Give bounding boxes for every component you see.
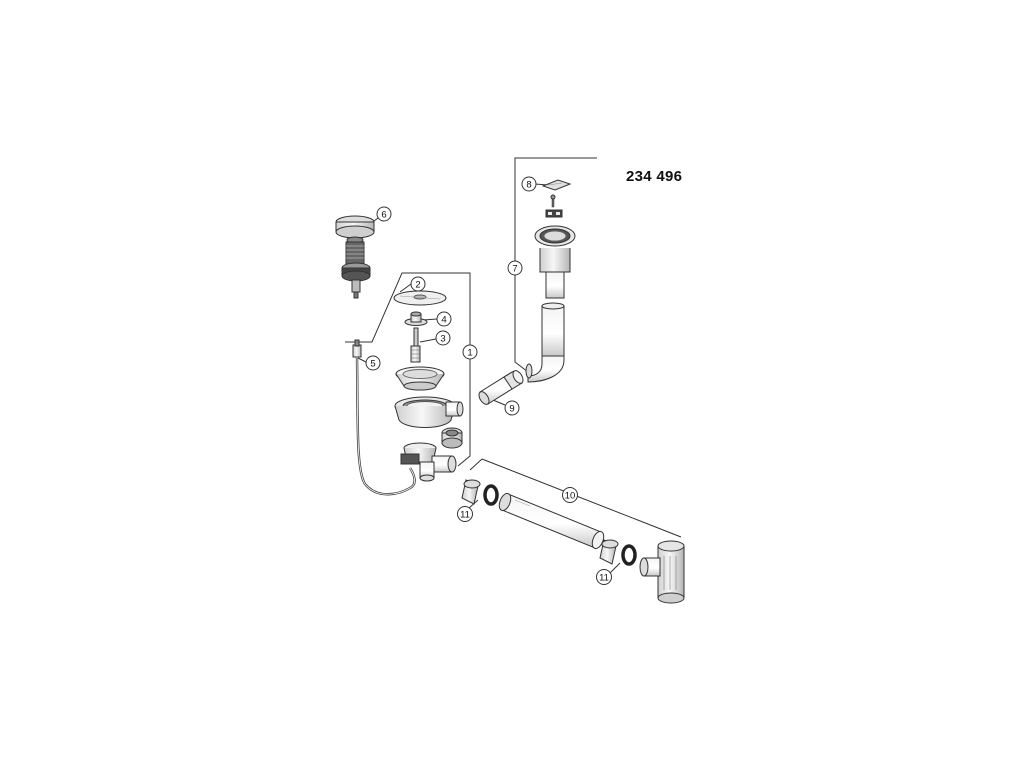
part-1-coupling [441,427,463,449]
part-3-spindle [410,327,421,363]
svg-text:11: 11 [599,573,609,584]
part-7-overflow [525,225,576,383]
part-6-valve [335,215,375,299]
callout-9: 9 [504,400,520,416]
svg-text:3: 3 [440,334,445,345]
product-code: 234 496 [626,168,683,185]
part-4-cup [404,311,428,326]
part-5-cable [352,339,416,496]
callout-6: 6 [376,206,392,222]
callout-10: 10 [562,487,578,503]
svg-text:2: 2 [415,280,420,291]
part-10-pipe [498,492,605,550]
part-1-outlet-body [394,396,464,428]
svg-text:7: 7 [512,264,517,275]
svg-text:9: 9 [509,404,514,415]
callout-2: 2 [410,276,426,292]
svg-text:10: 10 [565,491,576,502]
callout-11-right: 11 [596,569,612,585]
svg-text:8: 8 [526,180,531,191]
part-10-tee [639,540,685,604]
callout-3: 3 [435,330,451,346]
svg-text:11: 11 [460,510,470,521]
part-11-nut-right [599,539,637,566]
part-8-label [541,179,572,191]
callout-1: 1 [462,344,478,360]
svg-text:5: 5 [370,359,375,370]
svg-text:4: 4 [441,315,446,326]
part-2-plate [393,290,447,306]
bracket-lines [345,157,682,574]
part-1-outlet-elbow [400,442,457,482]
callout-8: 8 [521,176,537,192]
part-7-screw-clip [545,194,563,218]
callout-7: 7 [507,260,523,276]
svg-text:1: 1 [467,348,472,359]
svg-text:6: 6 [381,210,386,221]
callout-11-left: 11 [457,506,473,522]
part-9-tube [478,370,524,405]
callout-5: 5 [365,355,381,371]
callout-4: 4 [436,311,452,327]
part-1-basket [395,366,445,391]
part-11-nut-left [461,479,499,506]
